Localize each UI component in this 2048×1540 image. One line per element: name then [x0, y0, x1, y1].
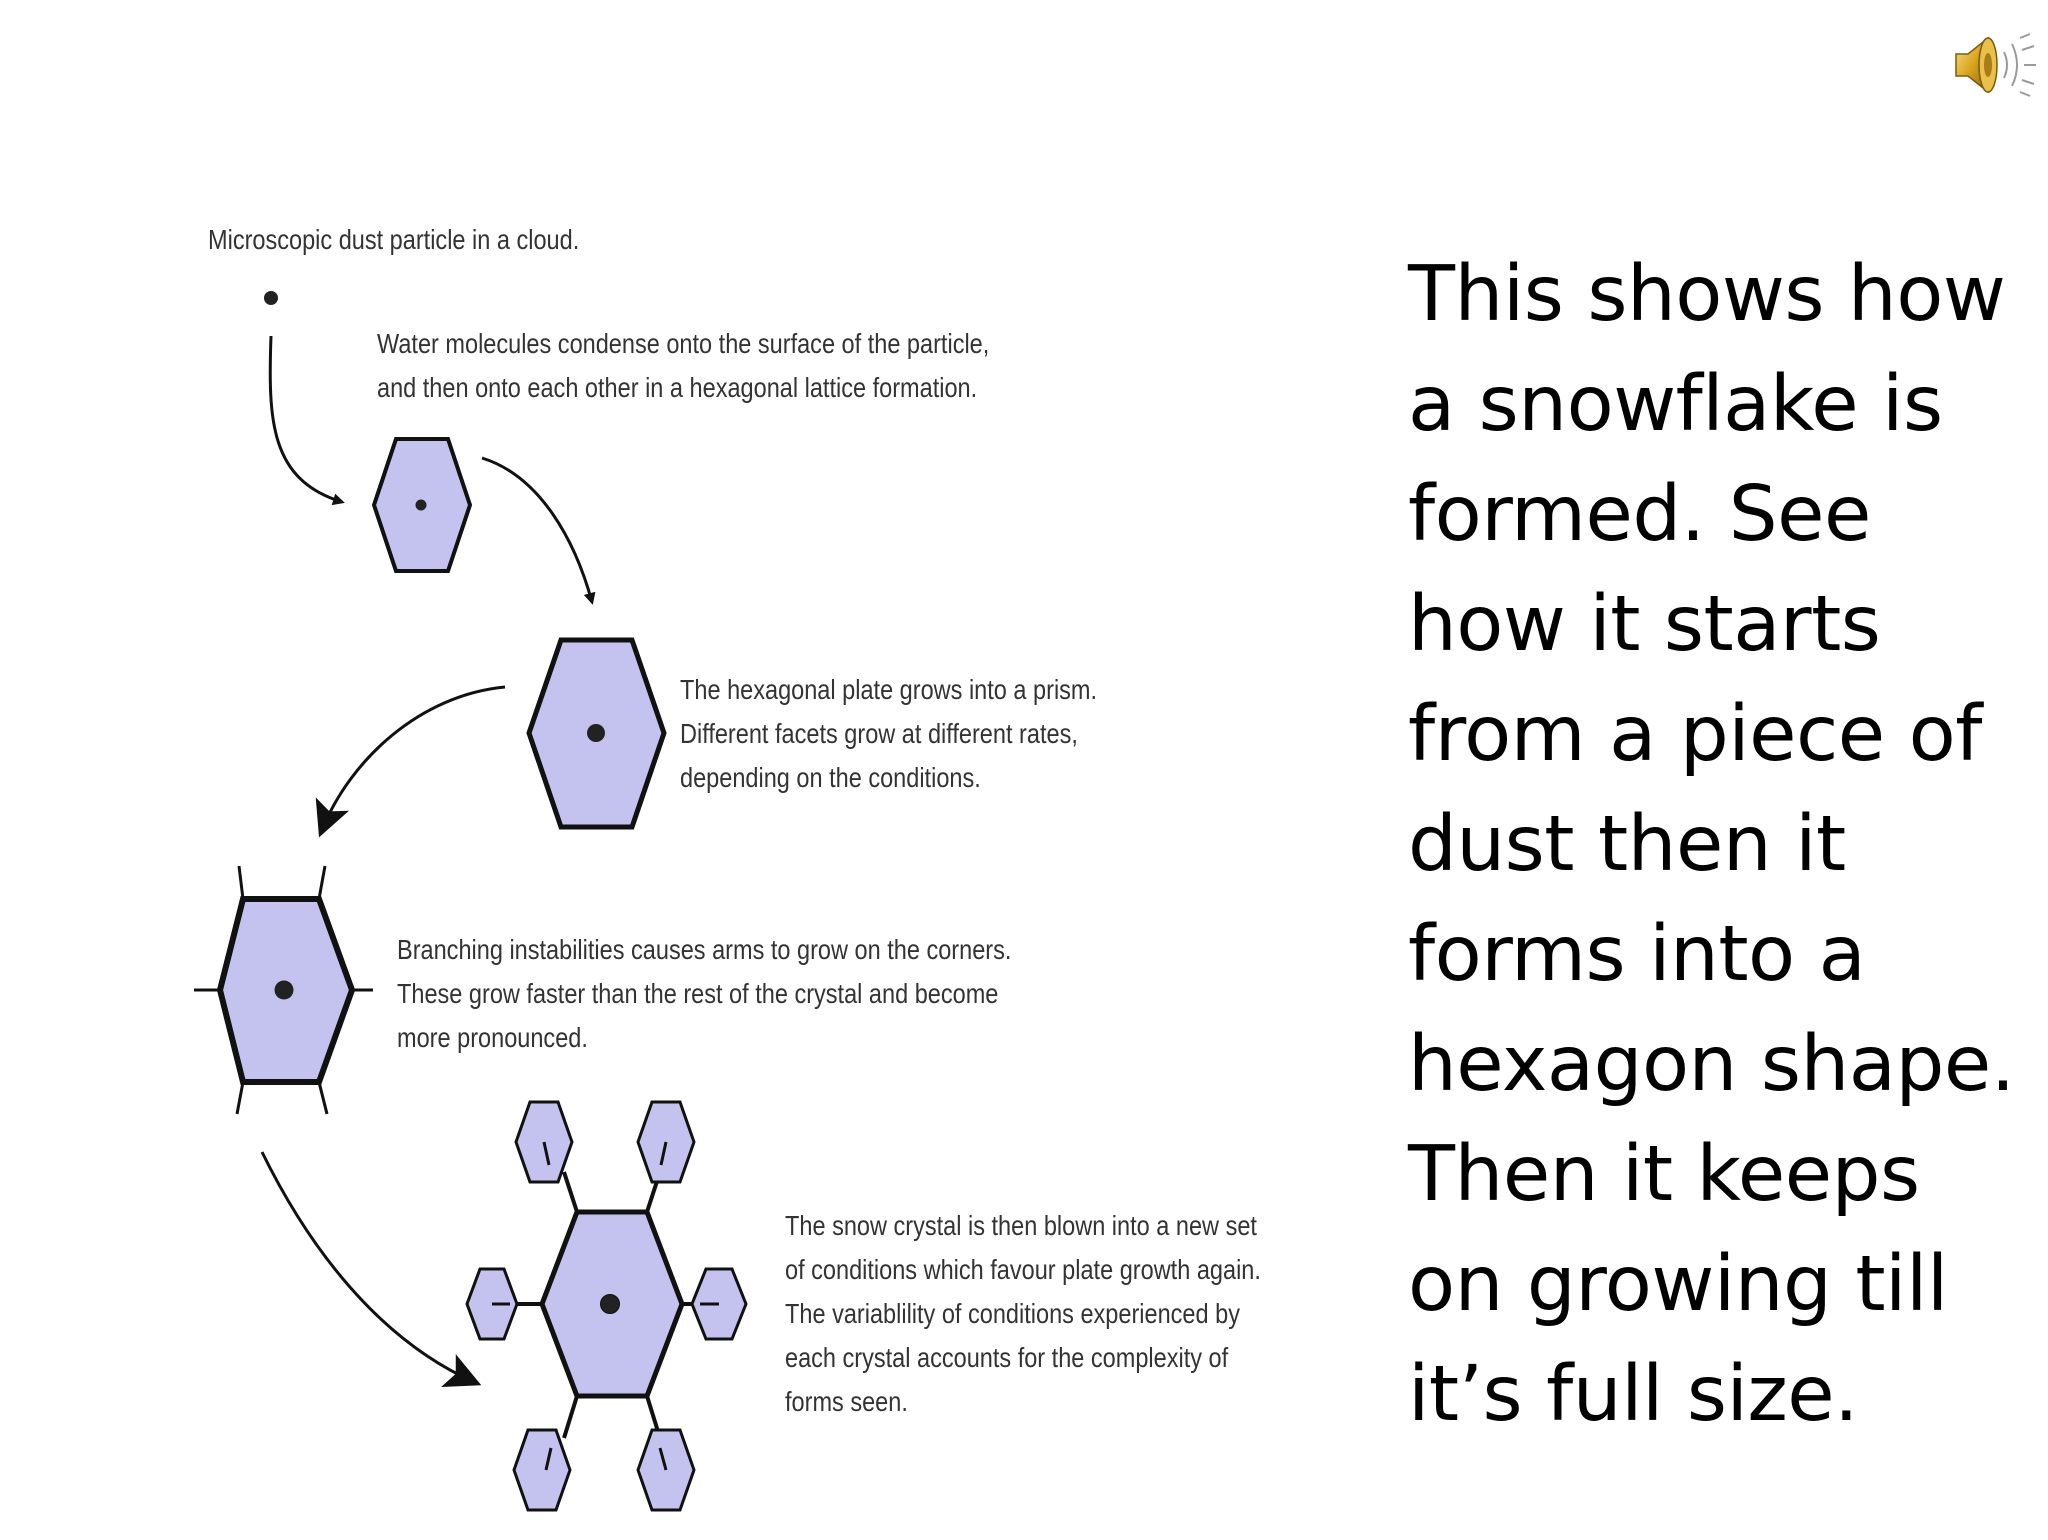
caption-step-3: The hexagonal plate grows into a prism. …: [680, 674, 1098, 793]
arrow-4: [260, 1151, 482, 1387]
snowflake-formation-diagram: [194, 291, 748, 1512]
caption-step-2: Water molecules condense onto the surfac…: [377, 328, 990, 403]
snow-crystal: [465, 1100, 748, 1512]
arrow-3: [315, 685, 506, 838]
caption-step-4: Branching instabilities causes arms to g…: [397, 934, 1012, 1053]
caption-step-5: The snow crystal is then blown into a ne…: [785, 1210, 1261, 1417]
slide-description: This shows how a snowflake is formed. Se…: [1408, 250, 2015, 1439]
speaker-icon[interactable]: [1950, 30, 2048, 100]
hexagon-branching: [194, 865, 373, 1115]
arrow-1: [268, 335, 345, 506]
caption-step-1: Microscopic dust particle in a cloud.: [208, 224, 580, 255]
dust-particle: [264, 291, 278, 305]
arrow-2: [481, 456, 596, 605]
